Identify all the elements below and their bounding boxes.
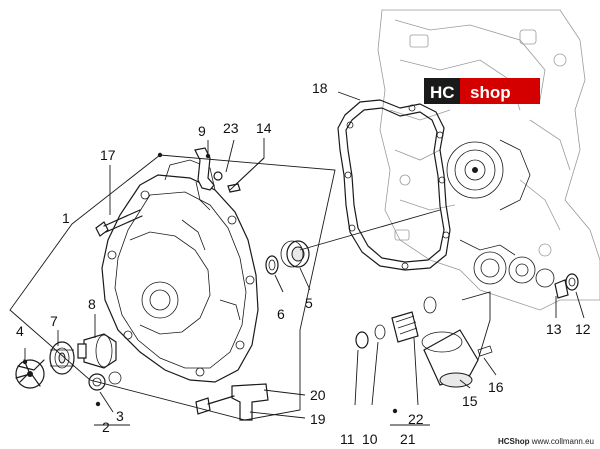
footer-brand: HCShop (497, 437, 530, 446)
callout-10: 10 (362, 431, 378, 447)
callout-1: 1 (62, 210, 70, 226)
footer-url: www.collmann.eu (531, 437, 594, 446)
ref-dot (392, 408, 398, 414)
callout-18: 18 (312, 80, 328, 96)
ref-dot (157, 152, 163, 158)
shaft-8 (77, 333, 117, 369)
gear-7 (49, 341, 75, 375)
ref-dot (205, 153, 211, 159)
callout-11: 11 (340, 431, 355, 447)
callout-16: 16 (488, 379, 504, 395)
engine-block (377, 9, 600, 311)
gasket (337, 99, 451, 271)
leader-lines (9, 91, 585, 426)
callout-2: 2 (102, 419, 110, 435)
seal-6 (265, 255, 279, 275)
callout-7: 7 (50, 313, 58, 329)
ref-dot (95, 401, 101, 407)
logo-hc-box (424, 78, 460, 104)
plug-12-13 (554, 273, 579, 299)
callout-labels: 1 2 3 4 5 6 7 8 9 10 11 12 13 14 15 16 1… (16, 80, 591, 447)
callout-5: 5 (305, 295, 313, 311)
ref-dot (22, 359, 28, 365)
callout-12: 12 (575, 321, 591, 337)
plug-3 (88, 371, 122, 391)
cover-housing (101, 159, 259, 383)
callout-19: 19 (310, 411, 326, 427)
oil-filter-15 (421, 329, 493, 388)
callout-15: 15 (462, 393, 478, 409)
parts-11-10-22 (355, 296, 437, 349)
bracket (194, 147, 241, 193)
bolt-17 (95, 209, 143, 237)
impeller-4 (15, 359, 45, 389)
callout-6: 6 (277, 306, 285, 322)
callout-13: 13 (546, 321, 562, 337)
footer-credit: HCShop www.collmann.eu (498, 437, 594, 446)
callout-8: 8 (88, 296, 96, 312)
callout-3: 3 (116, 408, 124, 424)
bracket-19-20 (195, 383, 269, 421)
callout-17: 17 (100, 147, 116, 163)
bearing-5 (280, 240, 310, 268)
callout-4: 4 (16, 323, 24, 339)
logo-shop-box (460, 78, 540, 104)
hcshop-logo: HC shop (424, 78, 540, 104)
callout-9: 9 (198, 123, 206, 139)
callout-22: 22 (408, 411, 424, 427)
callout-21: 21 (400, 431, 416, 447)
callout-20: 20 (310, 387, 326, 403)
logo-hc-text: HC (430, 83, 455, 102)
logo-shop-text: shop (470, 83, 511, 102)
callout-14: 14 (256, 120, 272, 136)
callout-23: 23 (223, 120, 239, 136)
